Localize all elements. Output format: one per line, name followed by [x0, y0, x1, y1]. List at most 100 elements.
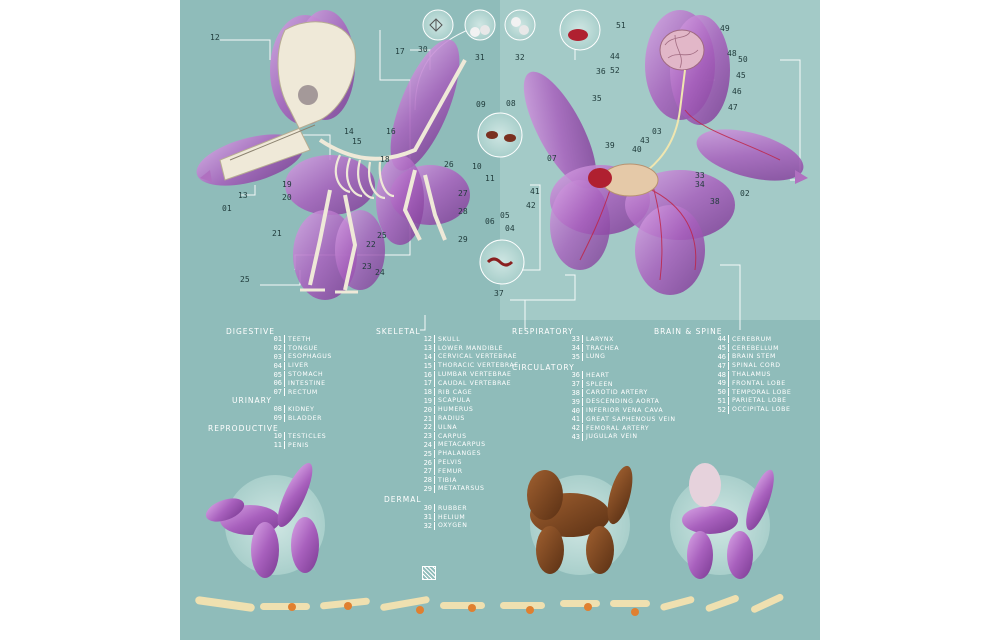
legend-item: 48Thalamus	[714, 370, 791, 379]
legend-urinary: 08Kidney 09Bladder	[270, 405, 322, 423]
legend-item: 34Trachea	[568, 344, 619, 353]
callout-27: 27	[458, 189, 468, 198]
legend-item: 23Carpus	[420, 432, 519, 441]
callout-26: 26	[444, 160, 454, 169]
callout-47: 47	[728, 103, 738, 112]
callout-40: 40	[632, 145, 642, 154]
legend-item: 06Intestine	[270, 379, 332, 388]
legend-item: 47Spinal Cord	[714, 361, 791, 370]
legend-item: 41Great Saphenous Vein	[568, 415, 676, 424]
callout-43: 43	[640, 136, 650, 145]
legend-item: 24Metacarpus	[420, 440, 519, 450]
callout-31: 31	[475, 53, 485, 62]
poster-artwork	[195, 0, 820, 616]
category-skeletal: Skeletal	[376, 327, 421, 336]
callout-13: 13	[238, 191, 248, 200]
legend-dermal: 30Rubber 31Helium 32Oxygen	[420, 504, 467, 530]
legend-item: 19Scapula	[420, 396, 519, 406]
callout-35: 35	[592, 94, 602, 103]
callout-10: 10	[472, 162, 482, 171]
legend-item: 10Testicles	[270, 432, 326, 441]
callout-32: 32	[515, 53, 525, 62]
legend-item: 27Femur	[420, 467, 519, 476]
legend-item: 09Bladder	[270, 414, 322, 423]
legend-item: 18Rib Cage	[420, 388, 519, 397]
callout-33: 33	[695, 171, 705, 180]
legend-item: 05Stomach	[270, 370, 332, 379]
legend-item: 30Rubber	[420, 504, 467, 513]
legend-item: 02Tongue	[270, 344, 332, 353]
callout-15: 15	[352, 137, 362, 146]
legend-reproductive: 10Testicles 11Penis	[270, 432, 326, 450]
organs-dog	[523, 10, 808, 295]
legend-item: 25Phalanges	[420, 449, 519, 458]
callout-46: 46	[732, 87, 742, 96]
legend-item: 45Cerebellum	[714, 344, 791, 353]
legend-digestive: 01Teeth 02Tongue 03Esophagus 04Liver 05S…	[270, 335, 332, 397]
callout-30: 30	[418, 45, 428, 54]
legend-item: 49Frontal Lobe	[714, 379, 791, 388]
legend-item: 11Penis	[270, 441, 326, 450]
callout-12: 12	[210, 33, 220, 42]
legend-item: 33Larynx	[568, 335, 619, 344]
category-dermal: Dermal	[384, 495, 422, 504]
category-digestive: Digestive	[226, 327, 275, 336]
callout-23: 23	[362, 262, 372, 271]
legend-item: 12Skull	[420, 335, 519, 344]
callout-49: 49	[720, 24, 730, 33]
category-urinary: Urinary	[232, 396, 272, 405]
inset-circles-top	[422, 9, 601, 285]
artist-logo-icon	[422, 566, 436, 580]
legend-item: 21Radius	[420, 414, 519, 423]
callout-25a: 25	[377, 231, 387, 240]
anatomy-poster: 12 01 13 14 15 16 17 18 19 20 21 22 23 2…	[180, 0, 820, 640]
legend-item: 07Rectum	[270, 388, 332, 397]
legend-item: 15Thoracic Vertebrae	[420, 361, 519, 370]
legend-skeletal: 12Skull 13Lower Mandible 14Cervical Vert…	[420, 335, 519, 493]
category-respiratory: Respiratory	[512, 327, 574, 336]
callout-45: 45	[736, 71, 746, 80]
callout-28: 28	[458, 207, 468, 216]
legend-item: 37Spleen	[568, 380, 676, 389]
callout-29: 29	[458, 235, 468, 244]
legend-brain-spine: 44Cerebrum 45Cerebellum 46Brain Stem 47S…	[714, 335, 791, 414]
callout-06: 06	[485, 217, 495, 226]
legend-item: 51Parietal Lobe	[714, 396, 791, 406]
callout-51: 51	[616, 21, 626, 30]
callout-18: 18	[380, 155, 390, 164]
callout-22: 22	[366, 240, 376, 249]
legend-item: 29Metatarsus	[420, 484, 519, 494]
callout-02: 02	[740, 189, 750, 198]
callout-11: 11	[485, 174, 495, 183]
callout-50: 50	[738, 55, 748, 64]
legend-item: 26Pelvis	[420, 458, 519, 467]
callout-21: 21	[272, 229, 282, 238]
bottom-dogs	[205, 462, 774, 579]
legend-item: 03Esophagus	[270, 352, 332, 362]
callout-16: 16	[386, 127, 396, 136]
callout-05: 05	[500, 211, 510, 220]
legend-item: 20Humerus	[420, 405, 519, 414]
callout-03: 03	[652, 127, 662, 136]
legend-item: 28Tibia	[420, 476, 519, 485]
callout-38: 38	[710, 197, 720, 206]
legend-item: 38Carotid Artery	[568, 388, 676, 398]
callout-34: 34	[695, 180, 705, 189]
callout-04: 04	[505, 224, 515, 233]
callout-48: 48	[727, 49, 737, 58]
legend-item: 50Temporal Lobe	[714, 388, 791, 397]
legend-item: 13Lower Mandible	[420, 344, 519, 353]
callout-07: 07	[547, 154, 557, 163]
callout-25b: 25	[240, 275, 250, 284]
callout-08: 08	[506, 99, 516, 108]
legend-item: 04Liver	[270, 361, 332, 370]
callout-01: 01	[222, 204, 232, 213]
legend-item: 46Brain Stem	[714, 352, 791, 362]
category-reproductive: Reproductive	[208, 424, 279, 433]
callout-14: 14	[344, 127, 354, 136]
legend-item: 40Inferior Vena Cava	[568, 406, 676, 415]
legend-item: 52Occipital Lobe	[714, 405, 791, 414]
legend-circulatory: 36Heart 37Spleen 38Carotid Artery 39Desc…	[568, 371, 676, 441]
callout-42: 42	[526, 201, 536, 210]
legend-item: 16Lumbar Vertebrae	[420, 370, 519, 379]
